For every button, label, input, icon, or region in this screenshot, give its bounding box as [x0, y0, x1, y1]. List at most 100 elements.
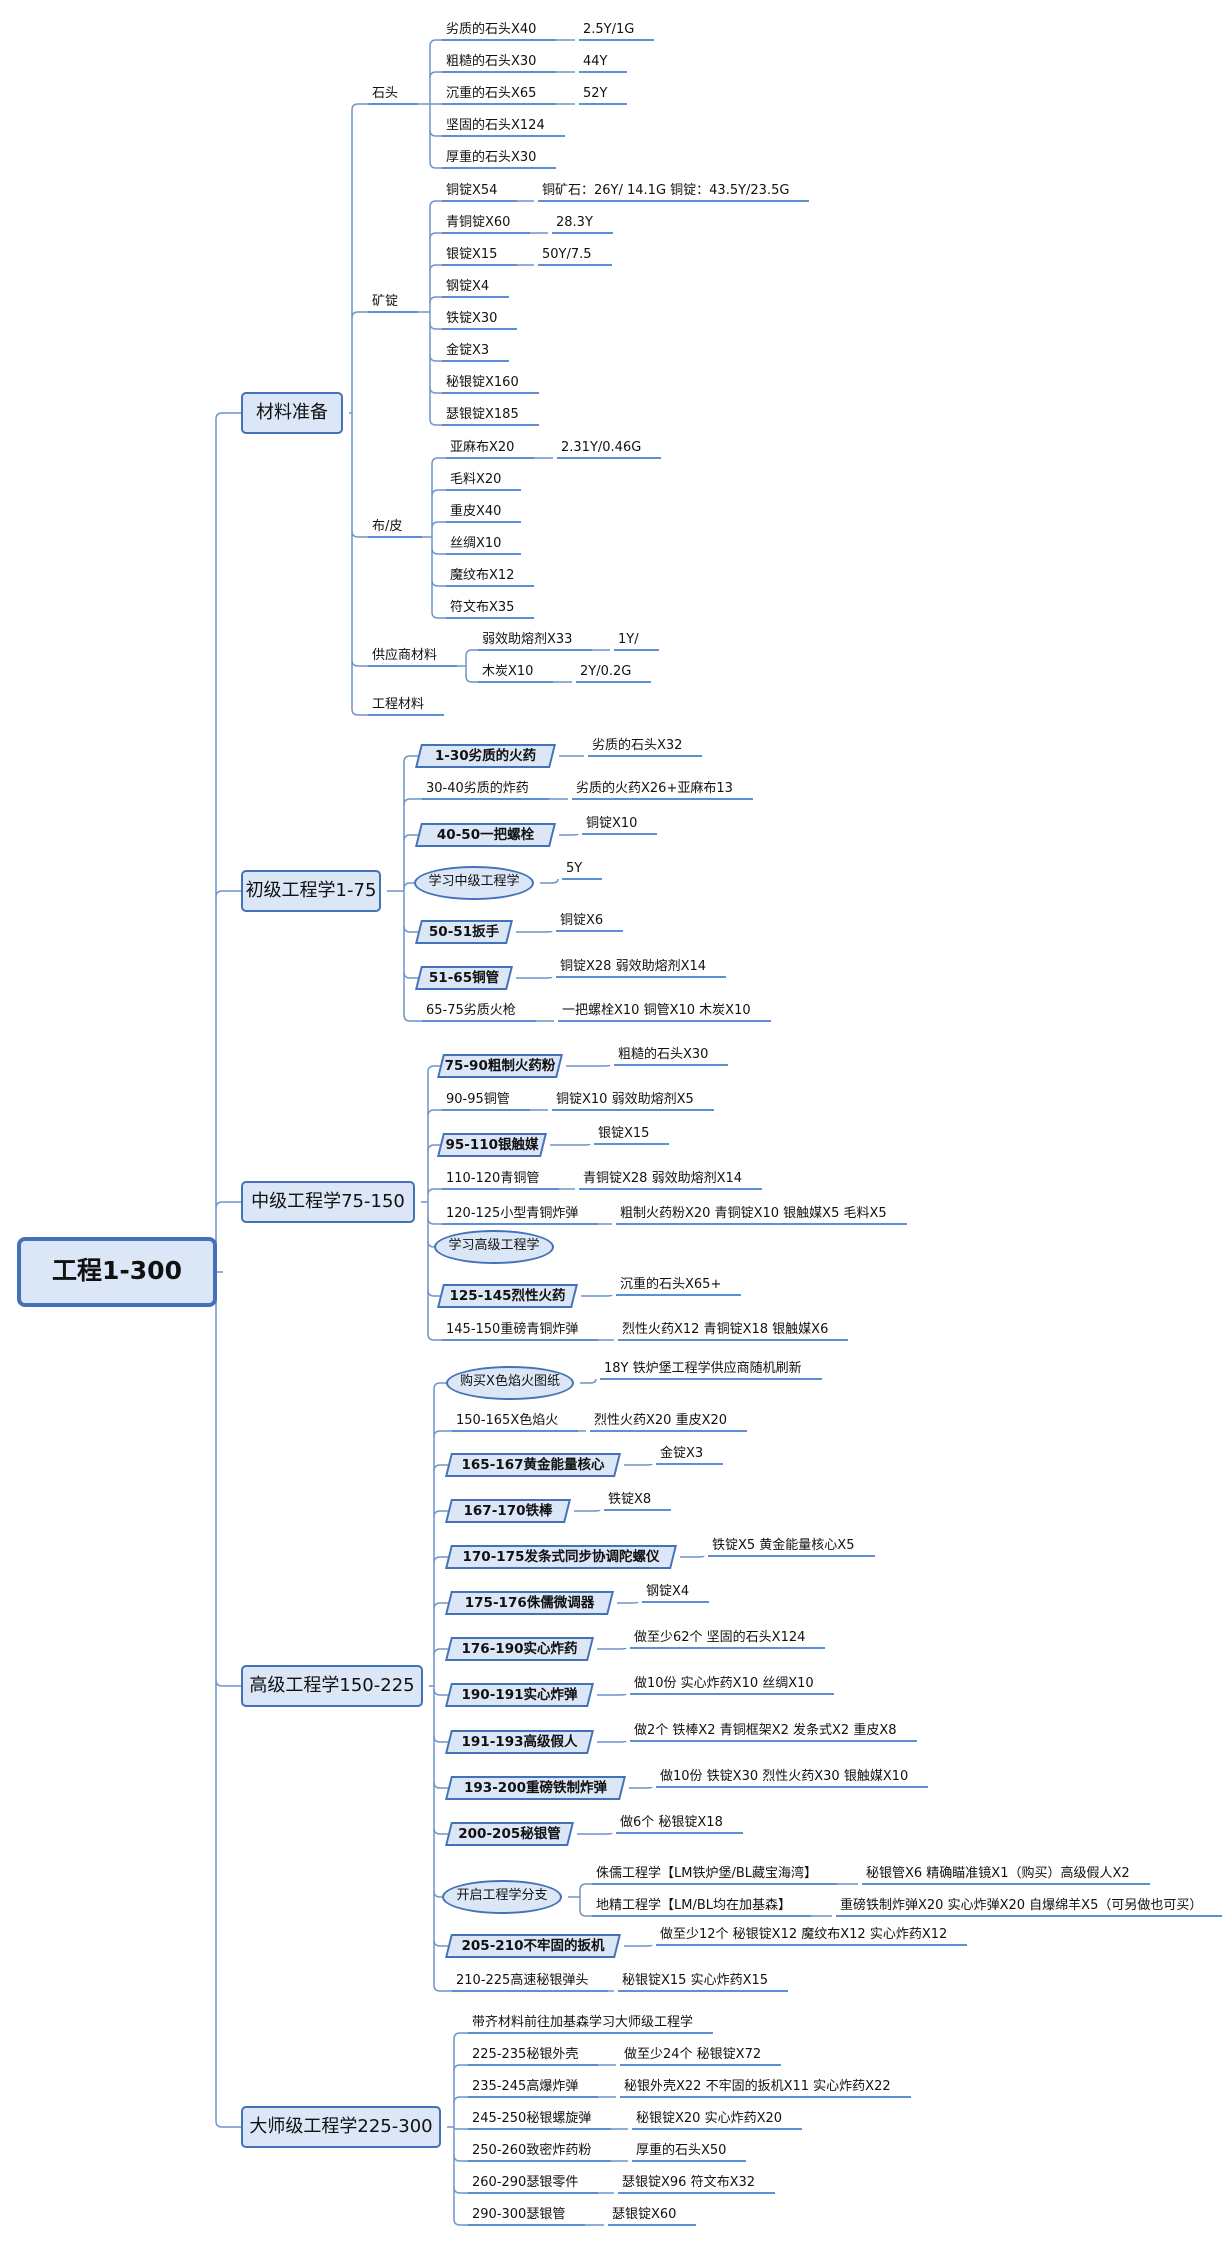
note-stone-3[interactable]: 52Y: [583, 86, 608, 101]
note-b7[interactable]: 一把螺栓X10 铜管X10 木炭X10: [562, 1003, 751, 1018]
note-m4[interactable]: 秘银锭X20 实心炸药X20: [636, 2111, 783, 2126]
leaf-cloth-2[interactable]: 毛料X20: [450, 472, 502, 487]
step-b1[interactable]: 1-30劣质的火药: [415, 744, 556, 768]
leaf-vendor-2[interactable]: 木炭X10: [482, 664, 534, 679]
step-m7[interactable]: 290-300瑟银管: [472, 2207, 566, 2222]
step-m5[interactable]: 250-260致密炸药粉: [472, 2143, 592, 2158]
step-i3[interactable]: 95-110银触媒: [437, 1133, 547, 1157]
step-a13[interactable]: 205-210不牢固的扳机: [445, 1934, 621, 1958]
note-a2[interactable]: 烈性火药X20 重皮X20: [594, 1413, 728, 1428]
step-a2[interactable]: 150-165X色焰火: [456, 1413, 559, 1428]
leaf-cloth-6[interactable]: 符文布X35: [450, 600, 515, 615]
note-a5[interactable]: 铁锭X5 黄金能量核心X5: [712, 1538, 855, 1553]
note-goblin[interactable]: 重磅铁制炸弹X20 实心炸弹X20 自爆绵羊X5（可另做也可买）: [840, 1898, 1203, 1913]
engineering-split[interactable]: 开启工程学分支: [442, 1880, 562, 1914]
step-b3[interactable]: 40-50一把螺栓: [415, 823, 556, 847]
leaf-vendor-1[interactable]: 弱效助熔剂X33: [482, 632, 573, 647]
note-a1[interactable]: 18Y 铁炉堡工程学供应商随机刷新: [604, 1361, 802, 1376]
note-a11[interactable]: 做6个 秘银锭X18: [620, 1815, 723, 1830]
note-stone-2[interactable]: 44Y: [583, 54, 608, 69]
branch-advanced[interactable]: 高级工程学150-225: [241, 1665, 423, 1707]
note-a14[interactable]: 秘银锭X15 实心炸药X15: [622, 1973, 769, 1988]
note-b4[interactable]: 5Y: [566, 861, 583, 876]
note-i1[interactable]: 粗糙的石头X30: [618, 1047, 709, 1062]
leaf-ingot-7[interactable]: 秘银锭X160: [446, 375, 519, 390]
step-a9[interactable]: 191-193高级假人: [445, 1730, 594, 1754]
step-m3[interactable]: 235-245高爆炸弹: [472, 2079, 579, 2094]
note-b2[interactable]: 劣质的火药X26+亚麻布13: [576, 781, 733, 796]
step-b6[interactable]: 51-65铜管: [415, 966, 513, 990]
note-i7[interactable]: 沉重的石头X65+: [620, 1277, 722, 1292]
leaf-ingot-3[interactable]: 银锭X15: [446, 247, 498, 262]
step-i7[interactable]: 125-145烈性火药: [437, 1284, 578, 1308]
split-gnome[interactable]: 侏儒工程学【LM铁炉堡/BL藏宝海湾】: [596, 1866, 818, 1881]
branch-master[interactable]: 大师级工程学225-300: [241, 2106, 441, 2148]
step-m1[interactable]: 带齐材料前往加基森学习大师级工程学: [472, 2015, 694, 2030]
step-a11[interactable]: 200-205秘银管: [445, 1822, 574, 1846]
leaf-stone-1[interactable]: 劣质的石头X40: [446, 22, 537, 37]
step-a14[interactable]: 210-225高速秘银弹头: [456, 1973, 589, 1988]
step-b2[interactable]: 30-40劣质的炸药: [426, 781, 529, 796]
step-a3[interactable]: 165-167黄金能量核心: [445, 1453, 621, 1477]
leaf-stone-5[interactable]: 厚重的石头X30: [446, 150, 537, 165]
note-ingot-1[interactable]: 铜矿石：26Y/ 14.1G 铜锭：43.5Y/23.5G: [542, 183, 790, 198]
note-m5[interactable]: 厚重的石头X50: [636, 2143, 727, 2158]
note-b5[interactable]: 铜锭X6: [560, 913, 604, 928]
step-b7[interactable]: 65-75劣质火枪: [426, 1003, 516, 1018]
note-i5[interactable]: 粗制火药粉X20 青铜锭X10 银触媒X5 毛料X5: [620, 1206, 887, 1221]
note-m7[interactable]: 瑟银锭X60: [612, 2207, 677, 2222]
note-ingot-3[interactable]: 50Y/7.5: [542, 247, 592, 262]
step-i5[interactable]: 120-125小型青铜炸弹: [446, 1206, 579, 1221]
leaf-cloth-4[interactable]: 丝绸X10: [450, 536, 502, 551]
leaf-cloth-5[interactable]: 魔纹布X12: [450, 568, 515, 583]
note-cloth-1[interactable]: 2.31Y/0.46G: [561, 440, 642, 455]
sub-vendor[interactable]: 供应商材料: [372, 648, 438, 663]
note-a13[interactable]: 做至少12个 秘银锭X12 魔纹布X12 实心炸药X12: [660, 1927, 948, 1942]
note-a6[interactable]: 钢锭X4: [646, 1584, 690, 1599]
root-node[interactable]: 工程1-300: [17, 1237, 217, 1307]
note-m6[interactable]: 瑟银锭X96 符文布X32: [622, 2175, 756, 2190]
step-a10[interactable]: 193-200重磅铁制炸弹: [445, 1776, 626, 1800]
branch-materials[interactable]: 材料准备: [241, 392, 343, 434]
note-ingot-2[interactable]: 28.3Y: [556, 215, 593, 230]
step-m6[interactable]: 260-290瑟银零件: [472, 2175, 579, 2190]
leaf-stone-3[interactable]: 沉重的石头X65: [446, 86, 537, 101]
step-m2[interactable]: 225-235秘银外壳: [472, 2047, 579, 2062]
note-gnome[interactable]: 秘银管X6 精确瞄准镜X1（购买）高级假人X2: [866, 1866, 1130, 1881]
note-m3[interactable]: 秘银外壳X22 不牢固的扳机X11 实心炸药X22: [624, 2079, 891, 2094]
note-a8[interactable]: 做10份 实心炸药X10 丝绸X10: [634, 1676, 814, 1691]
leaf-stone-4[interactable]: 坚固的石头X124: [446, 118, 545, 133]
note-b3[interactable]: 铜锭X10: [586, 816, 638, 831]
note-a10[interactable]: 做10份 铁锭X30 烈性火药X30 银触媒X10: [660, 1769, 909, 1784]
split-goblin[interactable]: 地精工程学【LM/BL均在加基森】: [596, 1898, 792, 1913]
note-vendor-2[interactable]: 2Y/0.2G: [580, 664, 632, 679]
note-b6[interactable]: 铜锭X28 弱效助熔剂X14: [560, 959, 707, 974]
learn-intermediate[interactable]: 学习中级工程学: [414, 866, 534, 900]
leaf-ingot-4[interactable]: 钢锭X4: [446, 279, 490, 294]
note-i8[interactable]: 烈性火药X12 青铜锭X18 银触媒X6: [622, 1322, 829, 1337]
note-a9[interactable]: 做2个 铁棒X2 青铜框架X2 发条式X2 重皮X8: [634, 1723, 897, 1738]
sub-eng[interactable]: 工程材料: [372, 697, 425, 712]
step-i4[interactable]: 110-120青铜管: [446, 1171, 540, 1186]
note-i3[interactable]: 银锭X15: [598, 1126, 650, 1141]
sub-ingot[interactable]: 矿锭: [372, 294, 399, 309]
note-stone-1[interactable]: 2.5Y/1G: [583, 22, 635, 37]
step-a5[interactable]: 170-175发条式同步协调陀螺仪: [445, 1545, 677, 1569]
leaf-stone-2[interactable]: 粗糙的石头X30: [446, 54, 537, 69]
note-a3[interactable]: 金锭X3: [660, 1446, 704, 1461]
note-b1[interactable]: 劣质的石头X32: [592, 738, 683, 753]
step-a4[interactable]: 167-170铁棒: [445, 1499, 571, 1523]
note-i4[interactable]: 青铜锭X28 弱效助熔剂X14: [583, 1171, 743, 1186]
leaf-cloth-1[interactable]: 亚麻布X20: [450, 440, 515, 455]
sub-cloth[interactable]: 布/皮: [372, 519, 403, 534]
note-i2[interactable]: 铜锭X10 弱效助熔剂X5: [556, 1092, 694, 1107]
step-b5[interactable]: 50-51扳手: [415, 920, 513, 944]
note-a7[interactable]: 做至少62个 坚固的石头X124: [634, 1630, 806, 1645]
leaf-cloth-3[interactable]: 重皮X40: [450, 504, 502, 519]
branch-beginner[interactable]: 初级工程学1-75: [241, 870, 381, 912]
leaf-ingot-5[interactable]: 铁锭X30: [446, 311, 498, 326]
leaf-ingot-2[interactable]: 青铜锭X60: [446, 215, 511, 230]
note-vendor-1[interactable]: 1Y/: [618, 632, 639, 647]
step-i2[interactable]: 90-95铜管: [446, 1092, 510, 1107]
step-a7[interactable]: 176-190实心炸药: [445, 1637, 594, 1661]
